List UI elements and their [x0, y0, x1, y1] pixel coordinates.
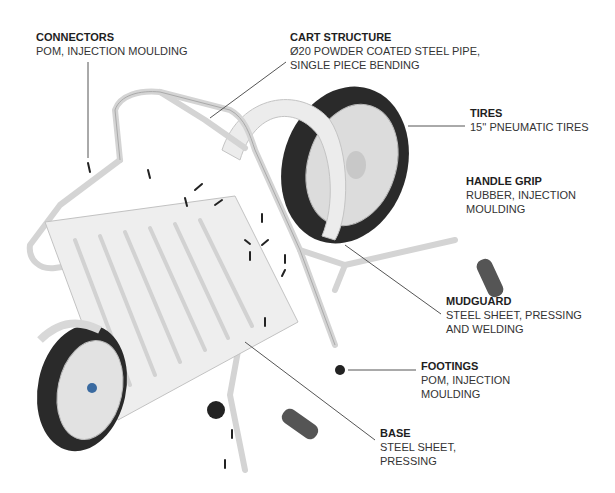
left-wheel	[26, 316, 139, 459]
part-material: STEEL SHEET, PRESSING	[380, 440, 480, 468]
handle-grip	[474, 256, 505, 299]
part-material: Ø20 POWDER COATED STEEL PIPE, SINGLE PIE…	[290, 44, 498, 72]
part-name: CART STRUCTURE	[290, 30, 391, 44]
part-name: HANDLE GRIP	[466, 174, 542, 188]
part-name: CONNECTORS	[36, 30, 114, 44]
part-material: 15'' PNEUMATIC TIRES	[470, 120, 589, 134]
part-material: POM, INJECTION MOULDING	[421, 373, 531, 401]
part-material: RUBBER, INJECTION MOULDING	[466, 188, 596, 216]
part-material: POM, INJECTION MOULDING	[36, 44, 188, 58]
right-wheel	[261, 70, 428, 260]
part-material: STEEL SHEET, PRESSING AND WELDING	[446, 308, 596, 336]
footing	[207, 401, 225, 419]
part-name: MUDGUARD	[446, 294, 511, 308]
part-name: FOOTINGS	[421, 359, 478, 373]
cart-structure	[30, 92, 455, 470]
footing	[335, 365, 345, 375]
part-name: TIRES	[470, 106, 502, 120]
part-name: BASE	[380, 426, 411, 440]
screws	[88, 163, 285, 468]
handle-grip	[279, 406, 321, 442]
leader-lines	[88, 62, 465, 440]
